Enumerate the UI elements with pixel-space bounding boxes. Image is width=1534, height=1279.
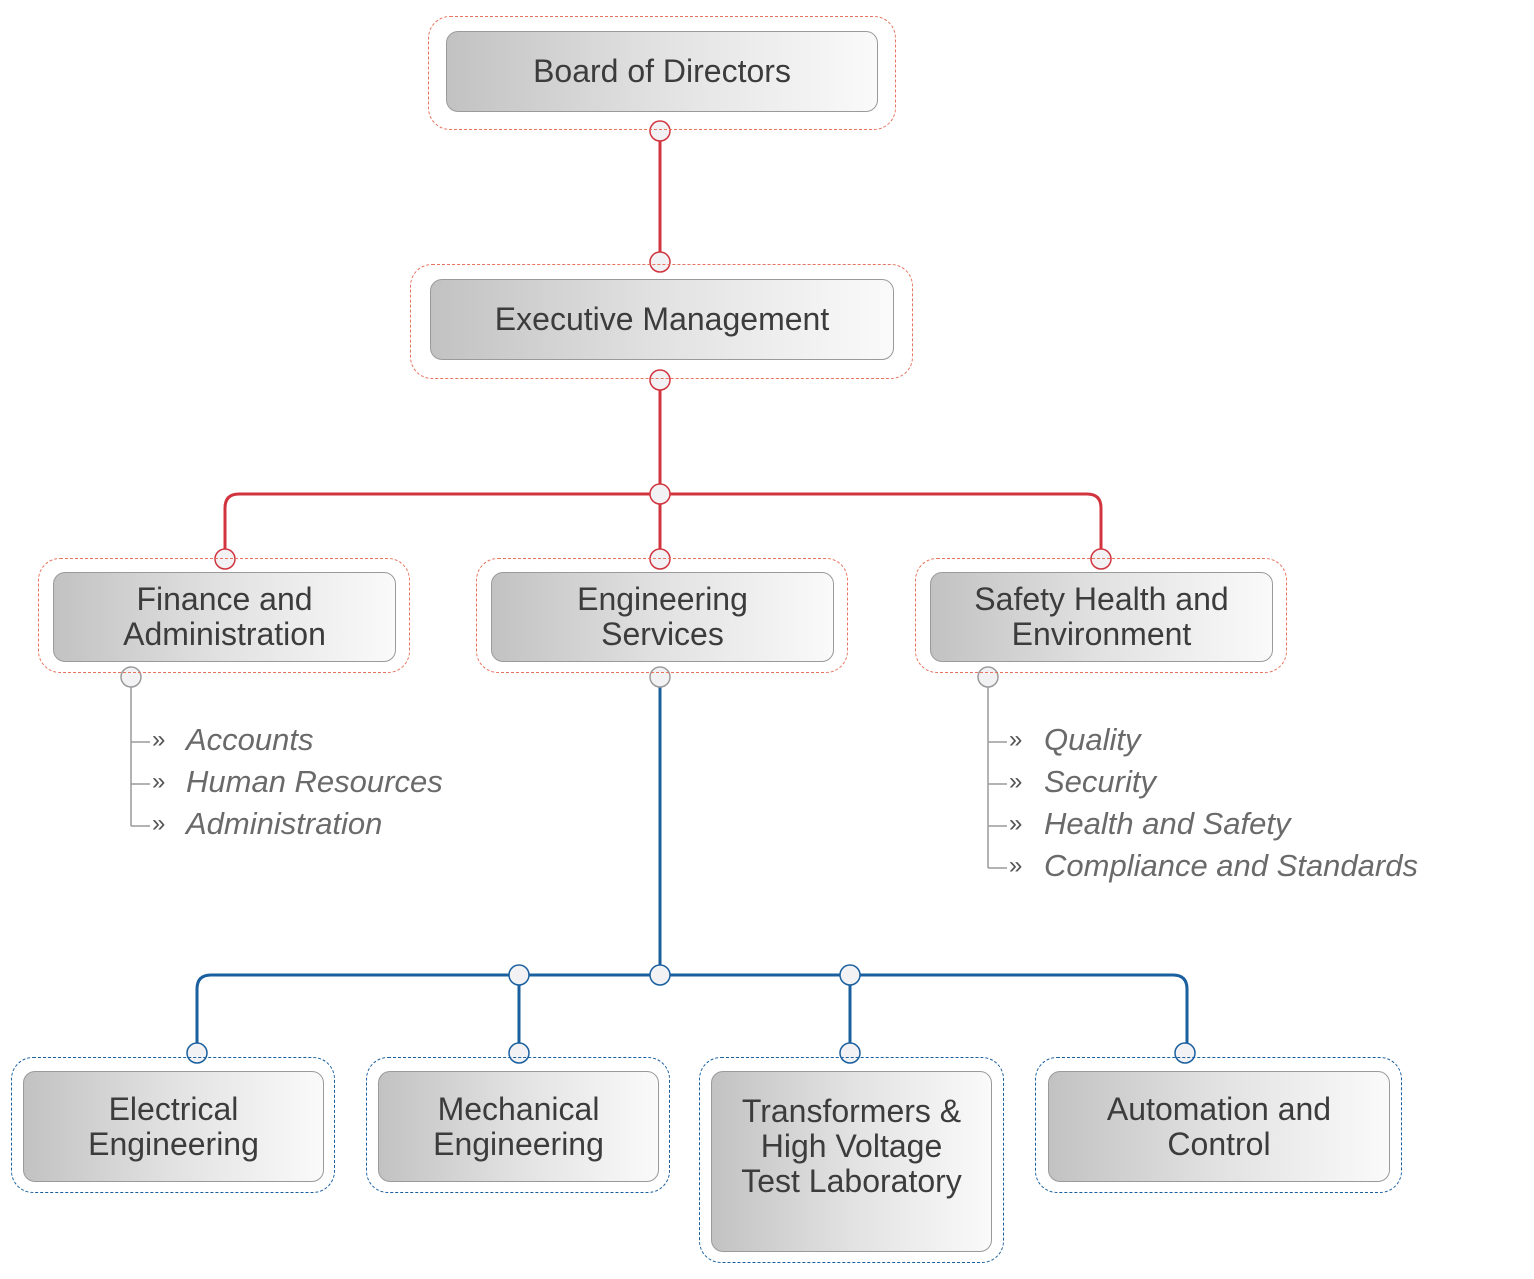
board-of-directors-box: Board of Directors xyxy=(446,31,878,112)
board-label: Board of Directors xyxy=(533,53,791,89)
engineering-services-label-line1: Engineering xyxy=(577,581,748,617)
bullet-marker: » xyxy=(1009,726,1023,753)
sub-unit-brackets xyxy=(130,677,1007,869)
safety-unit-compliance-standards: Compliance and Standards xyxy=(1044,848,1418,883)
automation-label-line2: Control xyxy=(1167,1125,1271,1162)
finance-unit-administration: Administration xyxy=(186,806,383,841)
mechanical-frame xyxy=(366,1057,670,1193)
red-junction-dots xyxy=(214,120,1112,570)
mechanical-engineering-box: Mechanical Engineering xyxy=(378,1071,659,1182)
safety-label-line2: Environment xyxy=(1011,616,1192,652)
engineering-services-box: Engineering Services xyxy=(491,572,834,662)
safety-unit-security: Security xyxy=(1044,764,1156,799)
finance-unit-accounts: Accounts xyxy=(186,722,314,757)
safety-unit-health-and-safety: Health and Safety xyxy=(1044,806,1291,841)
electrical-engineering-box: Electrical Engineering xyxy=(23,1071,324,1182)
finance-label-line2: Administration xyxy=(123,616,326,652)
finance-frame xyxy=(38,558,410,673)
transformers-label-line1: Transformers & xyxy=(741,1093,962,1129)
transformers-frame xyxy=(699,1057,1004,1263)
bullet-marker: » xyxy=(1009,768,1023,795)
transformers-label-line2: High Voltage xyxy=(760,1128,943,1164)
mechanical-label-line1: Mechanical xyxy=(437,1090,600,1127)
safety-label-line1: Safety Health and xyxy=(974,581,1229,617)
electrical-label-line1: Electrical xyxy=(108,1090,239,1127)
finance-administration-box: Finance and Administration xyxy=(53,572,396,662)
bullet-marker: » xyxy=(152,726,166,753)
bullet-marker: » xyxy=(152,810,166,837)
automation-label-line1: Automation and xyxy=(1106,1090,1332,1127)
transformers-label-line3: Test Laboratory xyxy=(741,1163,962,1199)
bullet-marker: » xyxy=(152,768,166,795)
engineering-services-frame xyxy=(476,558,848,673)
finance-label-line1: Finance and xyxy=(136,581,313,617)
engineering-services-label-line2: Services xyxy=(601,616,724,652)
executive-management-box: Executive Management xyxy=(430,279,894,360)
board-frame xyxy=(428,16,896,130)
blue-junction-dots xyxy=(186,964,1196,1064)
safety-health-environment-box: Safety Health and Environment xyxy=(930,572,1273,662)
automation-frame xyxy=(1035,1057,1402,1193)
finance-unit-human-resources: Human Resources xyxy=(186,764,443,799)
bullet-marker: » xyxy=(1009,810,1023,837)
bottom-connectors xyxy=(195,677,1189,1053)
safety-unit-quality: Quality xyxy=(1044,722,1141,757)
safety-frame xyxy=(915,558,1287,673)
executive-frame xyxy=(410,264,913,379)
electrical-frame xyxy=(11,1057,335,1193)
mechanical-label-line2: Engineering xyxy=(433,1125,604,1162)
automation-control-box: Automation and Control xyxy=(1048,1071,1390,1182)
transformers-laboratory-box: Transformers & High Voltage Test Laborat… xyxy=(711,1071,992,1252)
executive-label: Executive Management xyxy=(494,301,830,337)
bullet-marker: » xyxy=(1009,852,1023,879)
electrical-label-line2: Engineering xyxy=(88,1125,259,1162)
